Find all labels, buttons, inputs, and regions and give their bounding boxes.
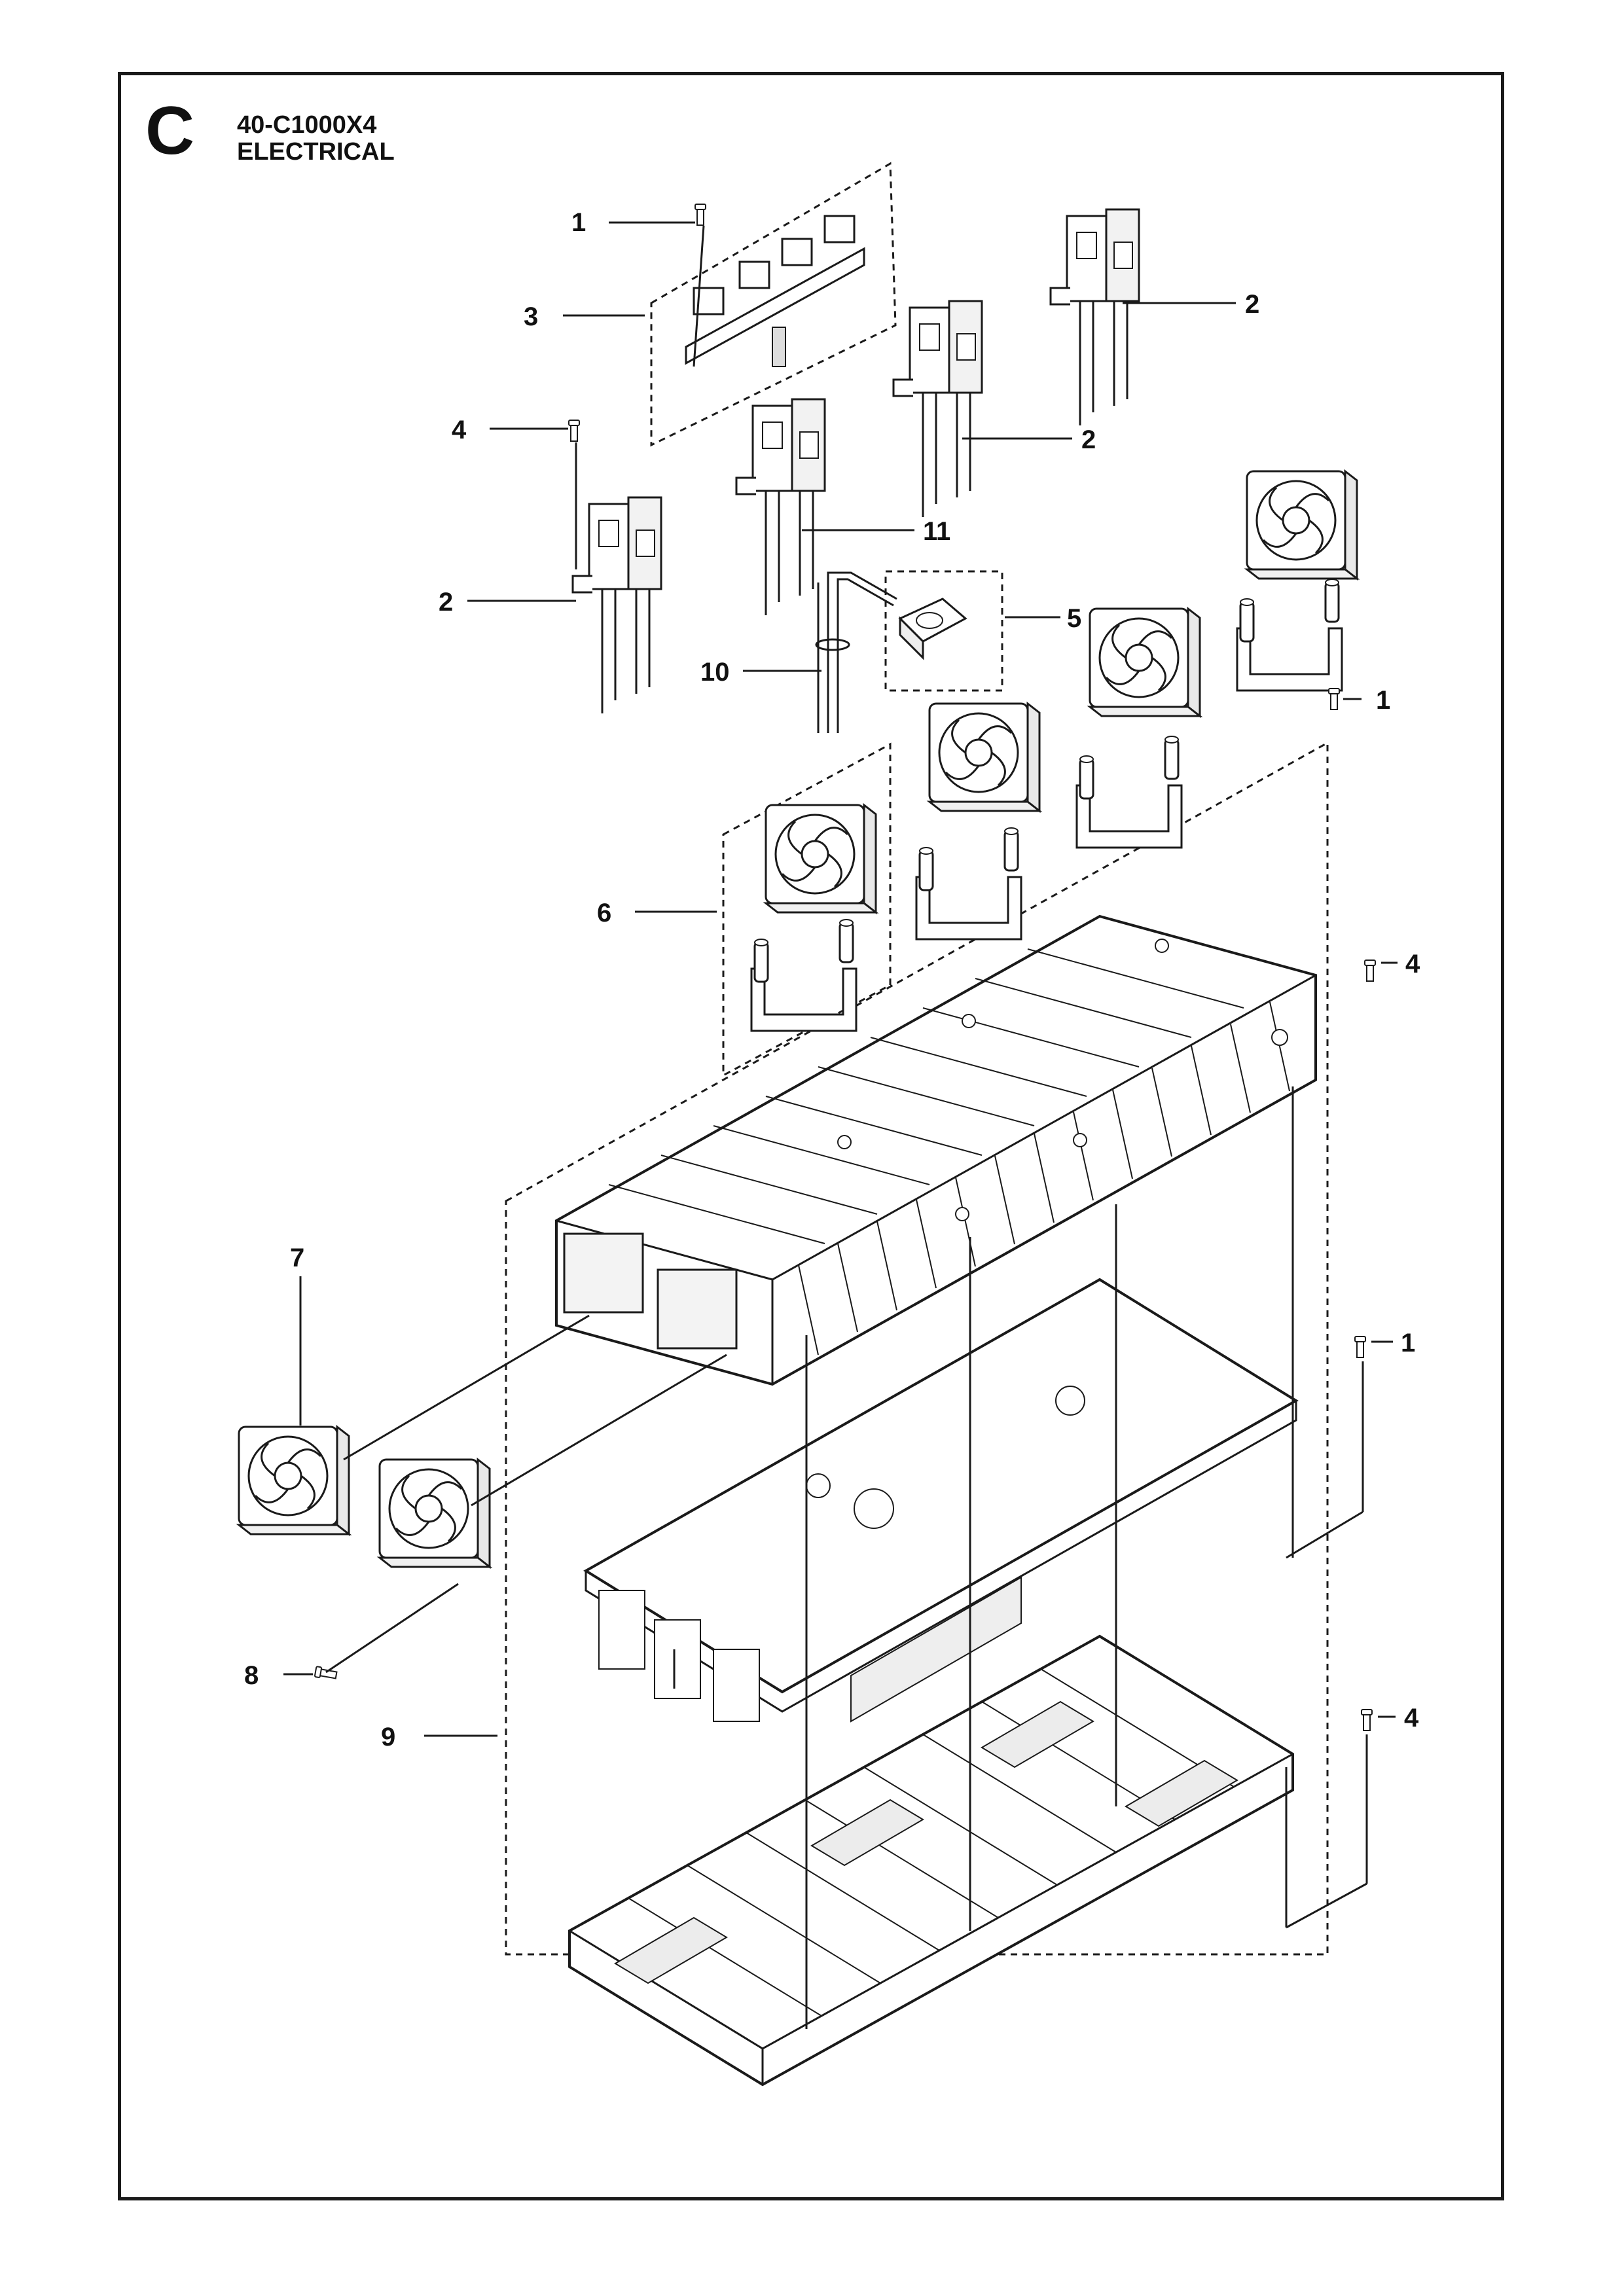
connector-part-2-left (571, 496, 662, 715)
section-letter: C (145, 93, 195, 169)
fan-part-7 (238, 1426, 350, 1535)
module-part-5 (898, 598, 967, 660)
callout-2-left: 2 (439, 588, 453, 617)
connector-part-2-top (1049, 208, 1140, 427)
callout-9: 9 (381, 1723, 395, 1751)
heatsink-housing-part (555, 914, 1317, 1386)
callout-1-top: 1 (571, 208, 586, 237)
wire-part-10 (815, 571, 897, 733)
fan-part-center (928, 702, 1041, 812)
callout-11: 11 (923, 517, 950, 546)
model-code: 40-C1000X4 (237, 111, 377, 139)
fan-bracket-6 (750, 918, 857, 1032)
connector-part-2-mid (892, 300, 983, 518)
circuit-board-part (583, 1278, 1299, 1723)
dashed-group-outlines (505, 162, 1329, 1956)
fan-part-8 (378, 1458, 491, 1568)
fan-bracket-mid-right (1075, 735, 1183, 849)
fan-bracket-center (915, 827, 1022, 941)
callout-4-lower: 4 (1404, 1704, 1419, 1732)
diagram-title: ELECTRICAL (237, 138, 395, 166)
callout-8: 8 (244, 1661, 259, 1690)
base-tray-part (568, 1634, 1294, 2087)
callout-3: 3 (524, 302, 538, 331)
callout-6: 6 (597, 899, 611, 927)
screw-part-4-top (568, 420, 580, 442)
screw-part-1-lower (1354, 1336, 1366, 1358)
screw-part-1-right (1328, 688, 1340, 710)
callout-4-top: 4 (452, 416, 467, 444)
callout-10: 10 (700, 658, 730, 687)
callout-2-mid: 2 (1081, 425, 1096, 454)
fan-part-mid-right (1089, 607, 1201, 717)
page-frame (118, 72, 1504, 2200)
leader-lines (283, 221, 1398, 2029)
callout-1-lower: 1 (1401, 1329, 1415, 1357)
connector-board-part (685, 215, 865, 367)
group-9-outline (505, 741, 1329, 1956)
callout-1-right: 1 (1376, 686, 1390, 715)
fan-bracket-top-right (1236, 578, 1343, 692)
screw-part-4-lower (1361, 1709, 1373, 1731)
screw-part-4-mid (1364, 960, 1376, 982)
fan-part-top-right (1246, 470, 1358, 580)
callout-2-top: 2 (1245, 290, 1259, 319)
screw-part-8 (314, 1666, 338, 1681)
connector-part-11 (735, 398, 826, 617)
group-3-outline (650, 162, 897, 447)
screw-part-1-top (695, 204, 706, 226)
group-6-outline (722, 742, 892, 1077)
fan-part-6 (765, 804, 877, 914)
callout-7: 7 (290, 1244, 304, 1272)
callout-5: 5 (1067, 604, 1081, 633)
callout-4-mid: 4 (1405, 950, 1420, 978)
